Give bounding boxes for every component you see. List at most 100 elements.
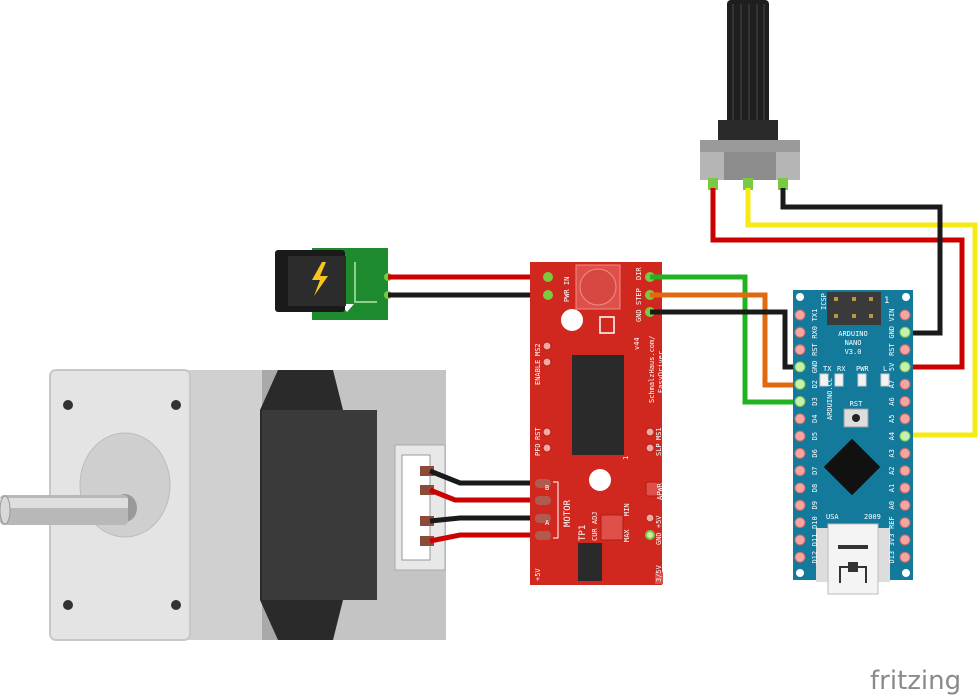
label-gnd: GND — [635, 309, 643, 322]
label-b: B — [545, 484, 549, 492]
nano-pin-left-d10 — [794, 517, 806, 529]
nano-pin-label: A6 — [888, 397, 896, 405]
nano-pin-right-a3 — [899, 447, 911, 459]
nano-pin-label: RST — [811, 342, 819, 355]
nano-pin-label: VIN — [888, 309, 896, 322]
nano-pin-left-d7 — [794, 465, 806, 477]
label-icsp-pin1: 1 — [884, 296, 889, 306]
label-icsp: ICSP — [820, 293, 828, 310]
wire-motor-3 — [429, 515, 540, 524]
easydriver-board: PWR IN STEP DIR GND v44 SchmalzHaus.com/… — [530, 262, 665, 585]
wire-motor-2 — [429, 487, 540, 503]
nano-pin-left-d12 — [794, 551, 806, 563]
wire-pot-5v — [710, 188, 965, 370]
label-nano: NANO — [845, 339, 862, 347]
label-dir: DIR — [635, 267, 643, 280]
nano-pin-left-rx0 — [794, 326, 806, 338]
label-version: v44 — [633, 337, 641, 350]
nano-pin-right-a2 — [899, 465, 911, 477]
led-l-label: L — [883, 365, 887, 373]
nano-pin-label: GND — [811, 361, 819, 374]
label-usa: USA — [826, 513, 839, 521]
label-gnd-5v: GND +5V — [655, 515, 663, 545]
nano-pin-left-d3 — [794, 396, 806, 407]
label-slp: SLP — [655, 443, 663, 456]
nano-pin-left-gnd — [794, 361, 806, 373]
nano-pin-left-d9 — [794, 499, 806, 511]
nano-pin-label: GND — [888, 326, 896, 339]
nano-pin-label: TX1 — [811, 309, 819, 322]
nano-pin-left-d2 — [794, 378, 806, 390]
nano-pin-right-5v — [899, 361, 911, 373]
nano-pin-right-3v3 — [899, 534, 911, 546]
nano-pin-left-d8 — [794, 482, 806, 494]
label-min: MIN — [623, 503, 631, 516]
label-arduino: ARDUINO — [838, 330, 868, 338]
label-version: V3.0 — [845, 348, 862, 356]
nano-pin-label: RST — [888, 342, 896, 355]
label-apwr: APWR — [656, 482, 664, 500]
label-rst: RST — [534, 427, 542, 440]
label-url: SchmalzHaus.com/ — [648, 336, 656, 403]
nano-pin-left-d4 — [794, 413, 806, 425]
label-max: MAX — [623, 529, 631, 542]
nano-pin-right-a7 — [899, 378, 911, 390]
wire-dir-d3 — [650, 274, 800, 405]
label-enable: ENABLE — [534, 360, 542, 385]
nano-pin-right-rst — [899, 344, 911, 356]
nano-pin-left-d5 — [794, 430, 806, 442]
nano-pin-label: D8 — [811, 484, 819, 492]
label-rst-button: RST — [850, 400, 863, 408]
dc-power-jack — [275, 248, 392, 320]
potentiometer — [700, 0, 800, 190]
nano-pin-label: RX0 — [811, 326, 819, 339]
nano-pin-right-vin — [899, 309, 911, 321]
nano-pin-right-a5 — [899, 413, 911, 425]
nano-pin-label: D4 — [811, 415, 819, 423]
nano-pin-label: D13 — [888, 551, 896, 564]
nano-pin-label: 5V — [888, 362, 896, 371]
wire-motor-4 — [429, 532, 540, 544]
label-easydriver: EasyDriver — [657, 351, 665, 393]
nano-pin-label: D5 — [811, 432, 819, 440]
led-pwr-label: PWR — [856, 365, 869, 373]
nano-pin-label: D9 — [811, 501, 819, 509]
label-arduino-cc: ARDUINO.CC — [826, 378, 834, 420]
lightning-icon — [312, 262, 328, 296]
nano-pin-right-a1 — [899, 482, 911, 494]
nano-pin-label: A4 — [888, 432, 896, 440]
nano-pin-label: D7 — [811, 466, 819, 474]
stepper-motor — [0, 369, 446, 641]
nano-pin-label: A0 — [888, 501, 896, 509]
label-ms2: MS2 — [534, 343, 542, 356]
nano-pin-label: A7 — [888, 380, 896, 388]
arduino-nano: ICSP 1 ARDUINO NANO V3.0 TX RX PWR L ARD… — [793, 290, 913, 595]
nano-pin-right-d13 — [899, 551, 911, 563]
nano-pin-label: A3 — [888, 449, 896, 457]
wire-pot-a4 — [745, 188, 978, 438]
wire-pot-gnd — [780, 188, 943, 336]
nano-pin-label: D11 — [811, 534, 819, 547]
led-rx-label: RX — [837, 365, 846, 373]
wire-step-d2 — [650, 292, 800, 388]
nano-pin-right-a4 — [899, 430, 911, 442]
wire-motor-1 — [429, 468, 540, 486]
nano-pin-right-a0 — [899, 499, 911, 511]
nano-pin-label: D10 — [811, 516, 819, 529]
nano-pin-label: D6 — [811, 449, 819, 457]
nano-pin-label: 3V3 — [888, 534, 896, 547]
label-plus5v: +5V — [534, 568, 542, 581]
nano-pin-right-ref — [899, 517, 911, 529]
label-cur-adj: CUR ADJ — [591, 511, 599, 541]
nano-pin-label: REF — [888, 516, 896, 529]
nano-pin-right-gnd — [899, 326, 911, 338]
nano-pin-left-tx1 — [794, 309, 806, 321]
label-3-5v: 3/5V — [655, 564, 663, 582]
label-a: A — [545, 519, 550, 527]
label-pin1: 1 — [622, 456, 630, 460]
nano-pin-label: D12 — [811, 551, 819, 564]
label-motor: MOTOR — [563, 499, 573, 527]
label-ms1: MS1 — [655, 427, 663, 440]
nano-pin-label: A5 — [888, 415, 896, 423]
